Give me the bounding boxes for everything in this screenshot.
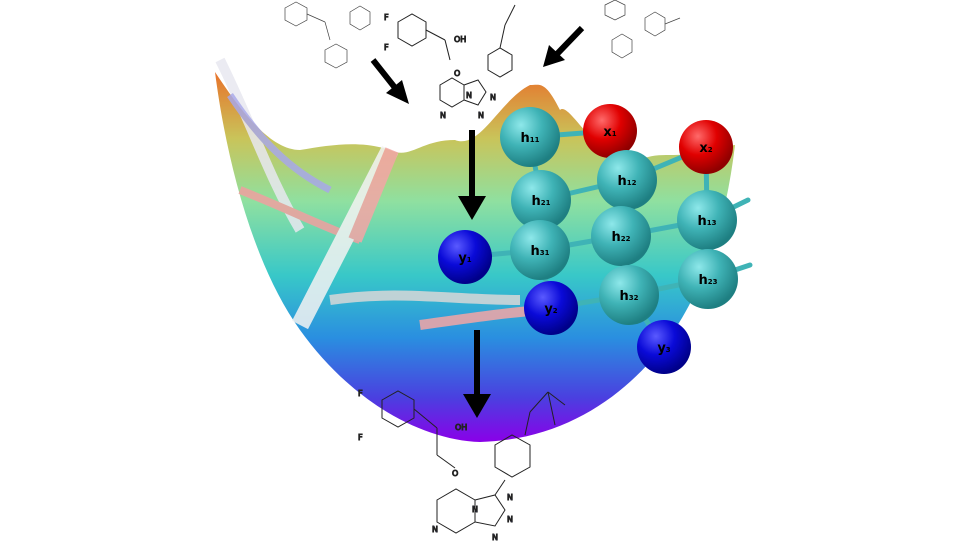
product-atom-n3: N — [507, 493, 513, 502]
svg-text:x1: x1 — [603, 125, 616, 140]
svg-text:h31: h31 — [530, 244, 549, 259]
node-y3: y3 — [637, 320, 691, 374]
product-atom-n1: N — [432, 525, 438, 534]
atom-n2: N — [466, 91, 472, 100]
node-y1: y1 — [438, 230, 492, 284]
product-atom-f2: F — [358, 433, 363, 442]
node-h23: h23 — [678, 249, 738, 309]
product-atom-oh: OH — [455, 423, 467, 432]
node-x2: x2 — [679, 120, 733, 174]
svg-text:h23: h23 — [698, 273, 717, 288]
atom-n1: N — [440, 111, 446, 120]
node-h11: h11 — [500, 107, 560, 167]
atom-n3: N — [490, 93, 496, 102]
atom-oh: OH — [454, 35, 466, 44]
product-atom-o: O — [452, 469, 458, 478]
arrow-down-lower — [463, 330, 491, 418]
input-molecule-center: F F OH O N N N N — [384, 4, 516, 121]
svg-text:h11: h11 — [520, 131, 539, 146]
node-y2: y2 — [524, 281, 578, 335]
node-h31: h31 — [510, 220, 570, 280]
svg-text:y3: y3 — [657, 341, 670, 356]
svg-text:h22: h22 — [611, 230, 630, 245]
node-h32: h32 — [599, 265, 659, 325]
input-molecule-topright — [604, 0, 681, 59]
node-h22: h22 — [591, 206, 651, 266]
svg-text:h13: h13 — [697, 214, 716, 229]
product-atom-n4: N — [507, 515, 513, 524]
svg-text:x2: x2 — [699, 141, 712, 156]
node-h21: h21 — [511, 170, 571, 230]
svg-text:h32: h32 — [619, 289, 638, 304]
node-h13: h13 — [677, 190, 737, 250]
svg-text:y2: y2 — [544, 302, 557, 317]
atom-f2: F — [384, 43, 389, 52]
node-h12: h12 — [597, 150, 657, 210]
arrow-down-upper — [458, 130, 486, 220]
atom-n4: N — [478, 111, 484, 120]
atom-o: O — [454, 69, 460, 78]
arrow-in-right — [543, 25, 585, 67]
svg-text:h12: h12 — [617, 174, 636, 189]
svg-text:h21: h21 — [531, 194, 550, 209]
product-molecule: F F OH O N N N N N — [358, 389, 566, 543]
product-atom-f1: F — [358, 389, 363, 398]
atom-f1: F — [384, 13, 389, 22]
input-molecule-topleft — [284, 1, 371, 69]
product-atom-n5: N — [492, 533, 498, 542]
product-atom-n2: N — [472, 505, 478, 514]
svg-text:y1: y1 — [458, 251, 471, 266]
arrow-in-left — [370, 58, 409, 104]
node-x1: x1 — [583, 104, 637, 158]
